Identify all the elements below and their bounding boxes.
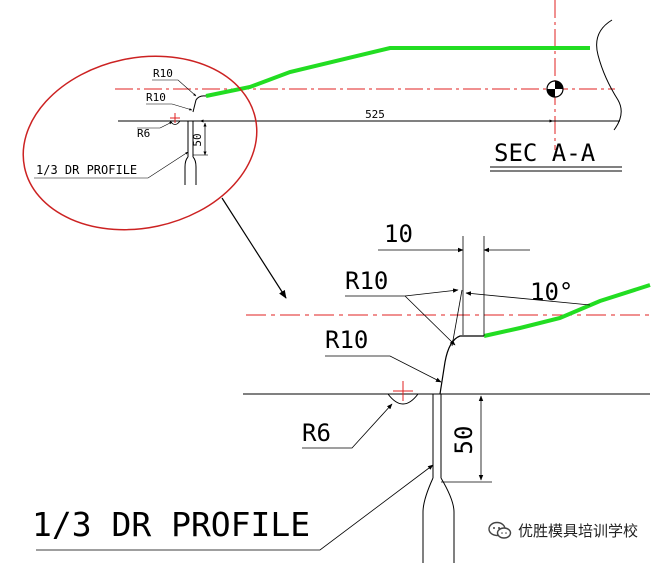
overview-leader-r10-lower (146, 103, 193, 111)
detail-leader-profile (36, 464, 434, 551)
overview-leader-r6 (137, 121, 173, 129)
overview-leader-profile (34, 151, 189, 179)
overview-view: 525 50 R10 R10 R6 (22, 0, 622, 231)
detail-view: 10 10° R10 R10 R6 50 (32, 220, 651, 563)
detail-dim-10: 10 (384, 220, 413, 248)
datum-target-symbol (546, 80, 564, 98)
overview-break-line (596, 19, 622, 131)
detail-angle-10: 10° (530, 278, 573, 306)
detail-label-r10-upper: R10 (345, 267, 388, 295)
detail-angle-leader (465, 291, 591, 306)
detail-green-profile (483, 283, 651, 338)
wechat-icon (488, 521, 512, 539)
detail-dim-50: 50 (450, 426, 478, 455)
detail-angle-edge (451, 289, 463, 347)
detail-label-r10-lower: R10 (325, 326, 368, 354)
overview-dim-50: 50 (191, 133, 204, 146)
overview-green-profile (205, 46, 590, 98)
detail-leader-r10-upper-2 (404, 288, 459, 297)
detail-label-profile: 1/3 DR PROFILE (32, 505, 310, 544)
detail-r6-arc (387, 393, 419, 405)
watermark: 优胜模具培训学校 (488, 520, 638, 541)
detail-label-r6: R6 (302, 419, 331, 447)
detail-stem-bottom (422, 477, 455, 563)
detail-leader-r10-lower (325, 355, 442, 383)
overview-label-profile: 1/3 DR PROFILE (36, 163, 137, 177)
overview-leader-r10-upper (152, 79, 197, 97)
overview-dim-525: 525 (365, 108, 385, 121)
detail-leader-r6 (302, 403, 393, 449)
zoom-arrow (221, 197, 287, 299)
watermark-text: 优胜模具培训学校 (517, 522, 638, 540)
overview-label-r6: R6 (137, 127, 150, 140)
detail-profile-line (439, 335, 484, 395)
overview-label-r10-upper: R10 (153, 67, 173, 80)
overview-profile-corner (192, 95, 207, 113)
overview-stem-bottom (184, 156, 197, 185)
callout-ellipse (22, 55, 258, 231)
overview-label-r10-lower: R10 (146, 91, 166, 104)
section-label: SEC A-A (494, 139, 596, 167)
